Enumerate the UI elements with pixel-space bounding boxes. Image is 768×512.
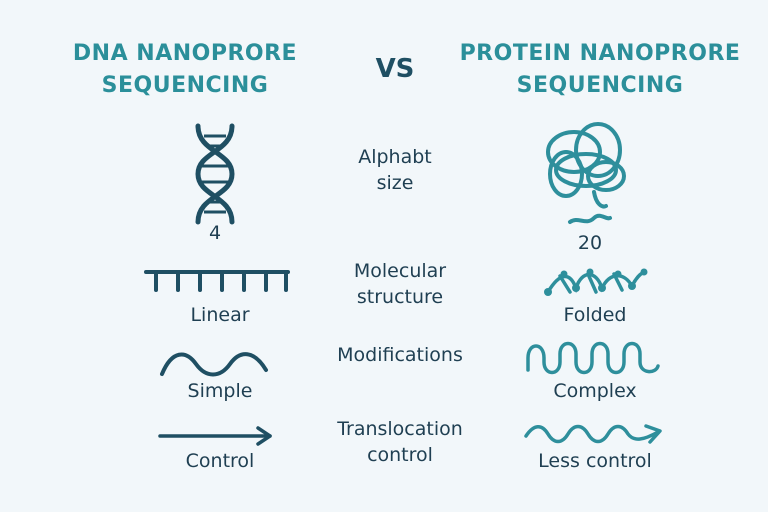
- dna-alphabet-value: 4: [208, 222, 222, 244]
- straight-arrow-icon: [156, 424, 276, 448]
- folded-chain-icon: [540, 262, 650, 302]
- row-label-molecular-structure: Molecular structure: [353, 260, 447, 308]
- protein-modifications-value: Complex: [553, 380, 637, 402]
- dna-modifications-value: Simple: [187, 380, 253, 402]
- dna-helix-icon: [180, 122, 250, 227]
- protein-structure-value: Folded: [563, 304, 627, 326]
- dna-translocation-value: Control: [185, 450, 255, 472]
- linear-strand-icon: [142, 266, 292, 296]
- dna-structure-value: Linear: [190, 304, 250, 326]
- row-label-translocation-control: Translocation control: [337, 418, 463, 466]
- protein-alphabet-value: 20: [577, 232, 603, 254]
- protein-translocation-value: Less control: [538, 450, 652, 472]
- wavy-arrow-icon: [522, 418, 668, 448]
- simple-wave-icon: [158, 346, 270, 382]
- dna-header: DNA NANOPRORE SEQUENCING: [72, 41, 298, 98]
- vs-label: VS: [375, 54, 415, 84]
- protein-header: PROTEIN NANOPRORE SEQUENCING: [459, 41, 741, 98]
- row-label-alphabet-size: Alphabt size: [358, 146, 432, 194]
- complex-wave-icon: [524, 336, 664, 376]
- row-label-modifications: Modifications: [337, 344, 463, 366]
- protein-coil-icon: [536, 112, 636, 232]
